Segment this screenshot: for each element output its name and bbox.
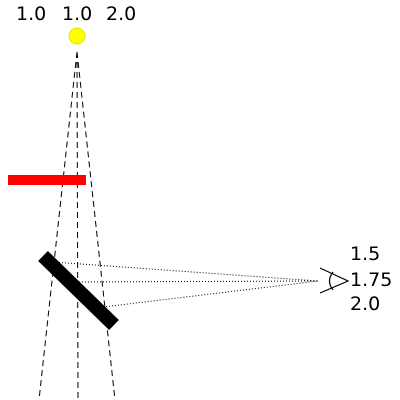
view-label-2: 1.75 bbox=[350, 269, 393, 291]
red-barrier bbox=[8, 175, 86, 185]
eye-icon bbox=[319, 267, 350, 294]
reflected-ray-middle bbox=[75, 280, 319, 283]
light-label-2: 1.0 bbox=[62, 3, 93, 25]
light-ray-left bbox=[38, 51, 78, 400]
light-ray-center bbox=[76, 51, 79, 400]
reflected-ray-bottom bbox=[102, 280, 319, 308]
light-label-1: 1.0 bbox=[16, 3, 47, 25]
mirror bbox=[38, 250, 119, 331]
light-source bbox=[68, 27, 86, 45]
view-label-1: 1.5 bbox=[350, 243, 381, 265]
light-ray-right bbox=[76, 51, 116, 400]
view-label-3: 2.0 bbox=[350, 293, 381, 315]
reflected-ray-top bbox=[52, 261, 319, 282]
light-label-3: 2.0 bbox=[106, 3, 137, 25]
